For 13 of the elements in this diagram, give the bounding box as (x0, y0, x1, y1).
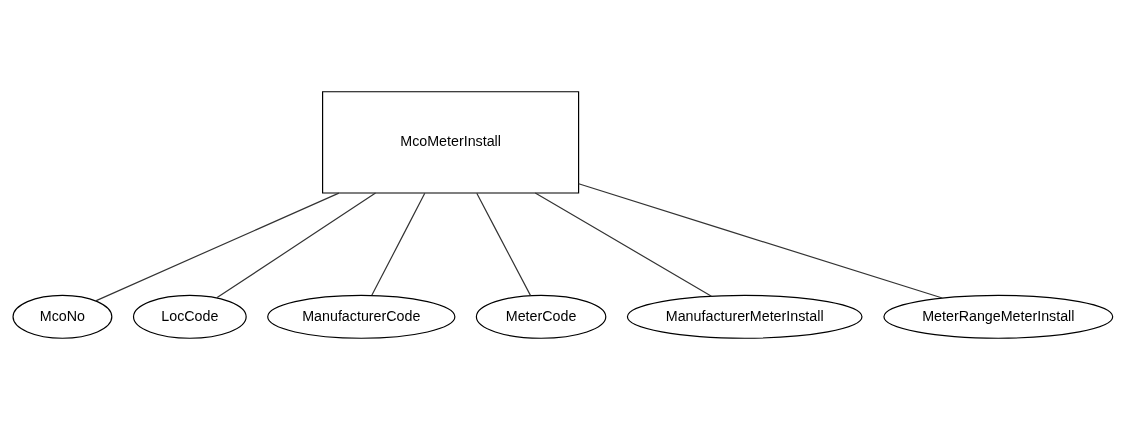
node-ellipse: LocCode (132, 294, 247, 339)
node-box: McoMeterInstall (322, 91, 580, 194)
connector (371, 192, 426, 296)
connector (476, 192, 532, 296)
node-ellipse: ManufacturerCode (267, 294, 456, 339)
node-ellipse: McoNo (12, 294, 113, 339)
node-ellipse: MeterCode (475, 294, 607, 339)
connector (534, 192, 713, 297)
connector (95, 192, 340, 302)
connector (578, 183, 943, 299)
connector (216, 192, 377, 299)
node-ellipse: ManufacturerMeterInstall (626, 294, 863, 339)
node-ellipse: MeterRangeMeterInstall (883, 294, 1114, 339)
